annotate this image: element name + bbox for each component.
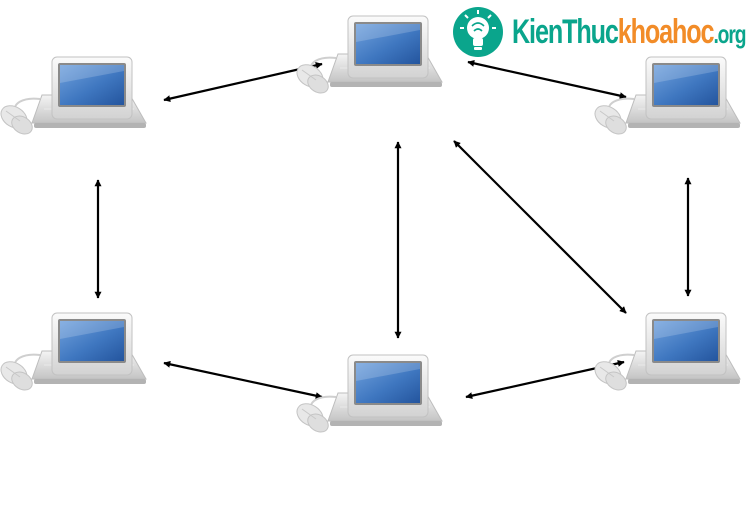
pc-top-left-computer-icon [0,56,147,139]
pc-top-right-computer-icon [589,56,741,139]
pc-bottom-right-computer-icon [589,312,741,395]
arrow-pc-top-left-to-pc-top-center [163,61,323,103]
arrow-pc-top-center-to-pc-top-right [467,59,627,100]
site-logo[interactable]: KienThuckhoahoc.org [452,6,748,58]
pc-top-center-computer-icon [291,15,443,98]
arrow-pc-top-center-to-pc-bottom-right [453,140,627,314]
logo-text: KienThuckhoahoc.org [512,12,746,54]
logo-text-part3: .org [713,19,746,49]
logo-text-part1: KienThuc [512,13,619,51]
pc-bottom-left-computer-icon [0,312,147,395]
lightbulb-brain-icon [453,7,503,57]
logo-text-part2: khoahoc [617,13,715,51]
arrow-pc-bottom-left-to-pc-bottom-center [163,360,323,400]
